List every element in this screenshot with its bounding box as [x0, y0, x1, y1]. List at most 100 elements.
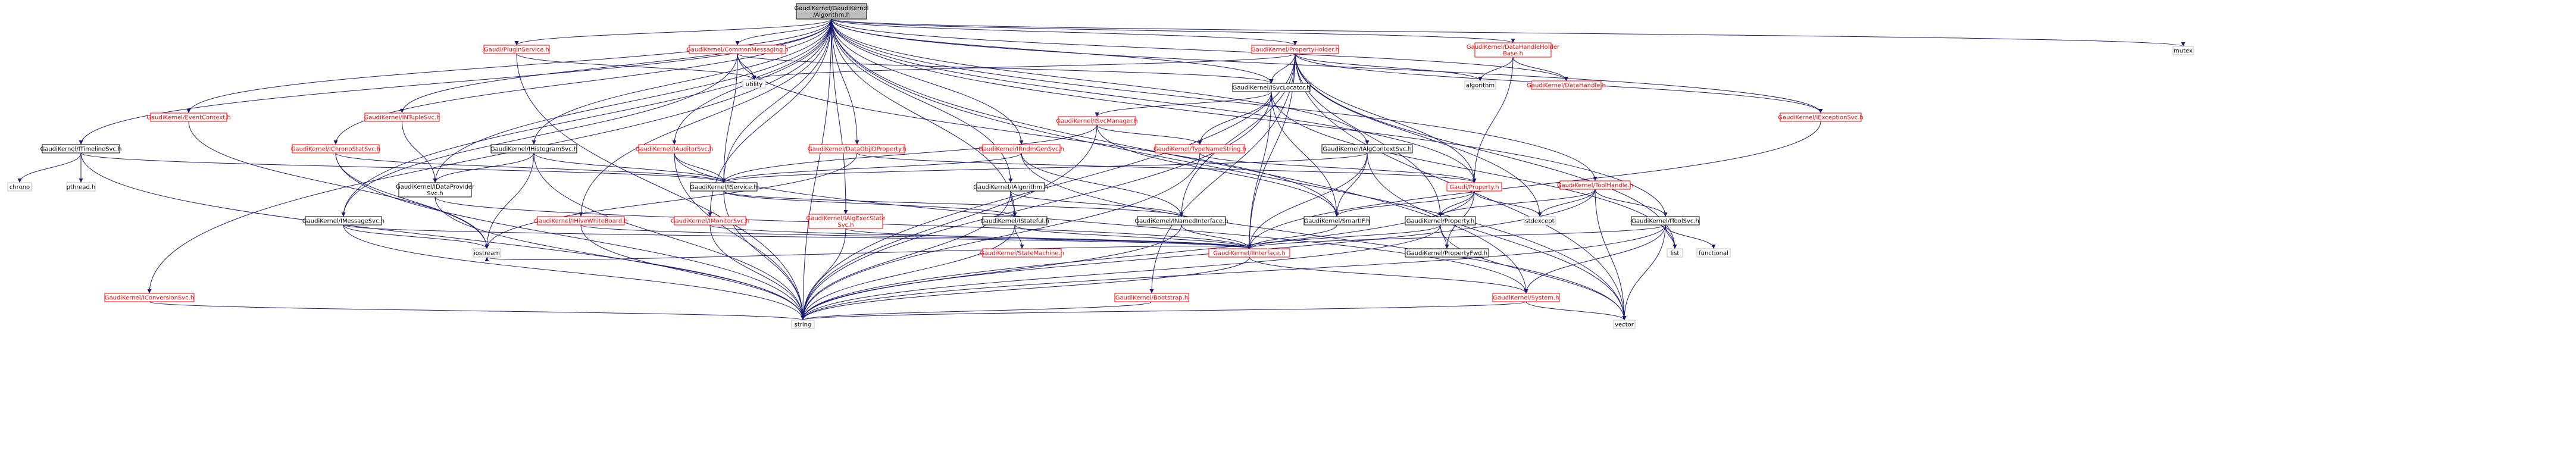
node-iconversionsvc[interactable]: GaudiKernel/IConversionSvc.h: [104, 293, 195, 302]
node-itoolsvc: GaudiKernel/IToolSvc.h: [1631, 216, 1700, 226]
node-label: Svc.h: [837, 222, 854, 229]
node-gaudiproperty[interactable]: Gaudi/Property.h: [1446, 182, 1502, 192]
node-common[interactable]: GaudiKernel/CommonMessaging.h: [686, 45, 789, 54]
edge-ialgcontextsvc-to-iinterface: [1247, 152, 1368, 249]
node-dataobjid[interactable]: GaudiKernel/DataObjIDProperty.h: [808, 144, 906, 154]
edge-iconversionsvc-to-string: [149, 301, 805, 321]
edge-toolhandle-to-stdexcept: [1537, 189, 1596, 217]
node-eventcontext[interactable]: GaudiKernel/EventContext.h: [146, 112, 231, 122]
edge-itoolsvc-to-functional: [1665, 224, 1716, 249]
edge-datahandleholder-to-datahandle: [1512, 57, 1568, 82]
edge-isvcmanager-to-iservice: [721, 124, 1098, 183]
node-label: iostream: [474, 251, 500, 257]
node-label: GaudiKernel/GaudiKernel: [795, 5, 869, 12]
node-label: GaudiKernel/DataObjIDProperty.h: [808, 146, 906, 153]
edge-root-to-imonitorsvc: [708, 18, 832, 217]
node-list: list: [1667, 248, 1683, 258]
edge-toolhandle-to-vector: [1595, 189, 1627, 321]
node-gkproperty: GaudiKernel/Property.h: [1405, 216, 1476, 226]
node-imonitorsvc[interactable]: GaudiKernel/IMonitorSvc.h: [671, 216, 749, 226]
node-label: GaudiKernel/EventContext.h: [146, 115, 230, 121]
edge-isvcmanager-to-typenamestring: [1096, 124, 1202, 145]
node-label: GaudiKernel/IRndmGenSvc.h: [978, 146, 1064, 153]
edge-root-to-toolhandle: [831, 18, 1598, 182]
node-propholder[interactable]: GaudiKernel/PropertyHolder.h: [1251, 45, 1339, 54]
edge-inamedinterface-to-iinterface: [1181, 224, 1252, 249]
node-box: [104, 293, 195, 302]
edge-imessagesvc-to-iinterface: [343, 224, 1251, 249]
node-box: [809, 144, 905, 154]
node-box: [7, 182, 32, 192]
node-iexceptionsvc[interactable]: GaudiKernel/IExceptionSvc.h: [1778, 112, 1864, 122]
node-box: [1474, 42, 1552, 58]
node-box: [66, 182, 96, 192]
node-box: [1251, 45, 1339, 54]
edge-ihivewhiteboard-to-iinterface: [580, 224, 1252, 249]
node-box: [791, 320, 815, 329]
node-label: utility: [746, 82, 763, 88]
node-typenamestring[interactable]: GaudiKernel/TypeNameString.h: [1153, 144, 1246, 154]
node-box: [1155, 144, 1245, 154]
node-label: GaudiKernel/IAlgorithm.h: [973, 184, 1048, 191]
edge-propholder-to-algorithm: [1295, 53, 1483, 82]
edge-istateful-to-statemachine: [1014, 224, 1024, 249]
edge-ihistogramsvc-to-idataprovider: [433, 152, 534, 183]
edge-inamedinterface-to-string: [801, 224, 1182, 321]
node-label: vector: [1615, 322, 1634, 328]
node-isvcmanager[interactable]: GaudiKernel/ISvcManager.h: [1056, 116, 1138, 126]
node-intuplesvc[interactable]: GaudiKernel/INTupleSvc.h: [364, 112, 440, 122]
edge-ialgorithm-to-inamedinterface: [1010, 190, 1184, 217]
edge-propholder-to-inamedinterface: [1179, 53, 1296, 217]
edge-ihistogramsvc-to-iostream: [484, 152, 534, 249]
node-label: GaudiKernel/IStateful.h: [980, 218, 1049, 225]
node-iinterface[interactable]: GaudiKernel/IInterface.h: [1208, 248, 1290, 258]
node-iauditorsvc[interactable]: GaudiKernel/IAuditorSvc.h: [636, 144, 714, 154]
node-box: [742, 79, 766, 89]
node-label: GaudiKernel/ToolHandle.h: [1557, 183, 1633, 189]
edge-gkproperty-to-string: [801, 224, 1441, 321]
edge-dataobjid-to-gaudiproperty: [856, 152, 1477, 183]
edge-common-to-iservice: [721, 53, 738, 183]
edge-itoolsvc-to-string: [801, 224, 1666, 321]
edge-ichronostatsvc-to-iservice: [335, 152, 726, 183]
edge-ialgexecstate-to-string: [801, 228, 846, 321]
edge-itimelinesvc-to-iservice: [80, 152, 726, 183]
edge-isvclocator-to-typenamestring: [1198, 91, 1272, 145]
edge-iauditorsvc-to-system: [674, 152, 1528, 294]
node-ichronostatsvc[interactable]: GaudiKernel/IChronoStatSvc.h: [291, 144, 380, 154]
edge-propholder-to-gkproperty: [1295, 53, 1443, 217]
edge-iauditorsvc-to-string: [674, 152, 805, 321]
node-plugin[interactable]: Gaudi/PluginService.h: [483, 45, 550, 54]
edge-gaudiproperty-to-smartif: [1334, 190, 1475, 217]
node-datahandle[interactable]: GaudiKernel/DataHandle.h: [1527, 80, 1606, 90]
edge-toolhandle-to-itoolsvc: [1595, 189, 1668, 217]
node-ihivewhiteboard[interactable]: GaudiKernel/IHiveWhiteBoard.h: [534, 216, 628, 226]
edge-propholder-to-iinterface: [1247, 53, 1296, 249]
edge-root-to-intuplesvc: [400, 18, 832, 114]
node-label: GaudiKernel/INTupleSvc.h: [364, 115, 440, 121]
node-box: [473, 248, 501, 258]
edge-gkproperty-to-vector: [1440, 224, 1627, 321]
node-statemachine[interactable]: GaudiKernel/StateMachine.h: [980, 248, 1064, 258]
node-box: [690, 182, 758, 192]
edge-root-to-irndmgensvc: [831, 18, 1024, 145]
node-irndmgensvc[interactable]: GaudiKernel/IRndmGenSvc.h: [978, 144, 1064, 154]
node-box: [1405, 248, 1489, 258]
node-label: GaudiKernel/DataHandle.h: [1527, 83, 1606, 89]
edge-root-to-ialgexecstate: [831, 18, 848, 215]
edge-root-to-datahandleholder: [831, 18, 1515, 43]
node-toolhandle[interactable]: GaudiKernel/ToolHandle.h: [1557, 180, 1633, 190]
node-label: GaudiKernel/System.h: [1493, 295, 1559, 302]
edge-iservice-to-inamedinterface: [723, 190, 1184, 217]
edge-root-to-dataobjid: [831, 18, 859, 145]
node-bootstrap[interactable]: GaudiKernel/Bootstrap.h: [1114, 293, 1189, 302]
edge-irndmgensvc-to-inamedinterface: [1021, 152, 1184, 217]
edge-ialgorithm-to-string: [801, 190, 1011, 321]
node-ihistogramsvc: GaudiKernel/IHistogramSvc.h: [490, 144, 577, 154]
node-box: [398, 182, 472, 198]
node-system[interactable]: GaudiKernel/System.h: [1492, 293, 1560, 302]
